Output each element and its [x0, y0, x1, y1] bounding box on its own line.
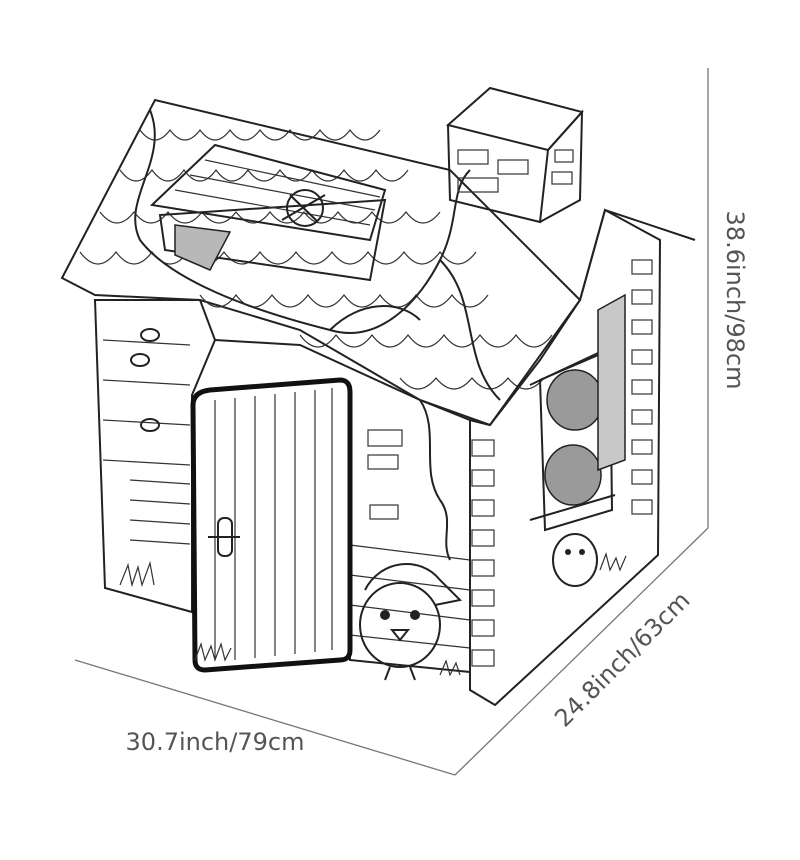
chimney [445, 86, 584, 224]
window-pane-upper [546, 369, 604, 431]
roof [60, 98, 582, 427]
corner-bricks [471, 259, 653, 667]
right-roof-edge [579, 208, 696, 301]
grass [119, 551, 627, 677]
depth-dimension-line [454, 527, 709, 776]
door-planks [214, 388, 333, 660]
width-dimension-line [74, 659, 456, 776]
depth-label: 24.8inch/63cm [549, 586, 695, 732]
width-label: 30.7inch/79cm [126, 728, 305, 756]
window-pane-lower [544, 444, 602, 506]
bee-icon [130, 328, 160, 432]
front-wall-bricks [102, 339, 191, 545]
dimension-lines [74, 68, 709, 776]
roof-hatch [149, 143, 387, 282]
door [190, 377, 353, 673]
side-wall [469, 208, 662, 707]
center-wall [347, 394, 471, 674]
roof-tiles [79, 129, 553, 390]
chick-character [359, 563, 463, 681]
hatch-planks [174, 159, 381, 226]
roof-vine [134, 109, 471, 334]
side-chick [552, 533, 598, 587]
side-window [529, 293, 626, 532]
height-label: 38.6inch/98cm [721, 211, 749, 390]
